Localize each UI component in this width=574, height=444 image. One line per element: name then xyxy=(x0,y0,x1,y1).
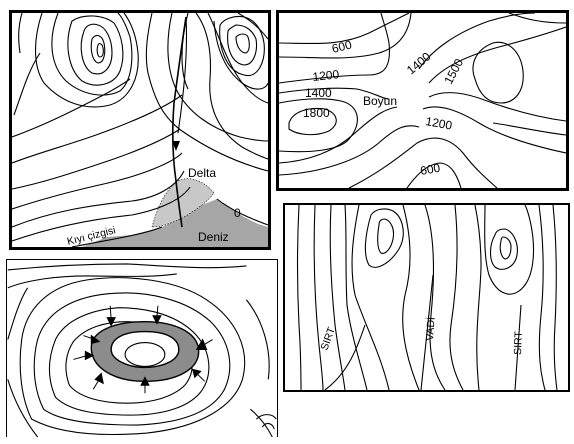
contour-label-1400: 1400 xyxy=(305,86,332,100)
contour-label-600: 600 xyxy=(330,37,353,56)
inward-arrows xyxy=(73,305,213,394)
ridge-valley-panel: SIRT VADİ SIRT xyxy=(283,203,570,392)
contour-label-1500: 1500 xyxy=(441,56,466,86)
sea-label: Deniz xyxy=(198,230,229,244)
ridge-label-right: SIRT xyxy=(512,330,525,355)
delta-map-panel: Delta 0 Kıyı çizgisi Deniz xyxy=(9,10,271,250)
contour-label-1200: 1200 xyxy=(312,67,340,84)
col-map-panel: 600 1200 1400 1800 Boyun 1400 1500 1200 … xyxy=(276,10,569,191)
valley-label: VADİ xyxy=(423,317,438,342)
crater-map-panel xyxy=(6,259,278,437)
contour-lines xyxy=(7,263,277,437)
contour-label-600-bottom: 600 xyxy=(419,161,441,178)
contour-label-1400-right: 1400 xyxy=(404,49,434,77)
contour-lines xyxy=(296,205,558,390)
ridge-valley-map: SIRT VADİ SIRT xyxy=(296,205,558,390)
river-tributary xyxy=(177,16,188,134)
delta-map: Delta 0 Kıyı çizgisi Deniz xyxy=(12,13,268,247)
col-map: 600 1200 1400 1800 Boyun 1400 1500 1200 … xyxy=(279,13,566,188)
ridge-label-left: SIRT xyxy=(319,325,339,352)
contour-lines xyxy=(12,13,268,247)
contour-lines xyxy=(279,13,566,188)
crater-map xyxy=(7,263,277,437)
contour-label-1200-right: 1200 xyxy=(424,114,453,132)
river xyxy=(171,16,187,228)
zero-contour-label: 0 xyxy=(234,206,241,220)
delta-label: Delta xyxy=(188,166,216,180)
contour-label-1800: 1800 xyxy=(303,106,330,120)
col-label: Boyun xyxy=(363,94,397,108)
crater-rim xyxy=(90,320,200,383)
delta-area xyxy=(151,178,215,228)
sea-area xyxy=(82,199,268,247)
